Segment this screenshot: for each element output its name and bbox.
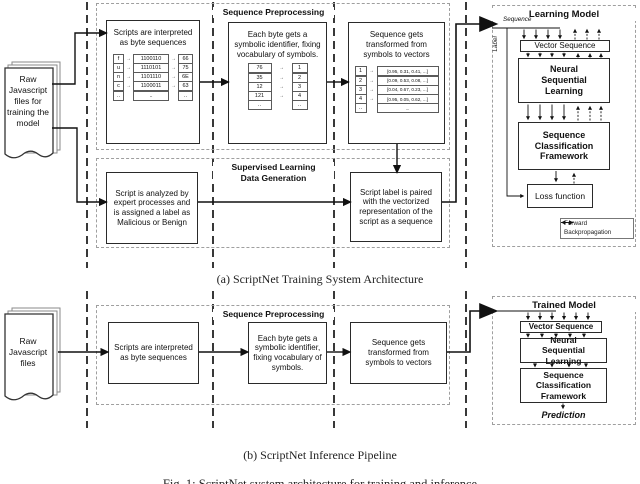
label-input-label: Label [492,36,500,52]
inference-vector-sequence-box: Vector Sequence [520,321,602,333]
prediction-label: Prediction [541,410,586,420]
legend-forward-label: Forward [564,220,588,227]
inference-scf-text: Sequence Classification Framework [535,369,592,401]
symbol-table: 76 → 1 35 → 2 12 → 3 121 → 4 .. [247,63,308,111]
byte-table: f → 1100110 → 66 u → 1110101 → 75 n → 11… [113,53,193,101]
arrow-icon: → [369,68,374,75]
label-pairing-text: Script label is paired with the vectoriz… [359,187,433,226]
inference-vector-box: Sequence gets transformed from symbols t… [350,322,447,384]
arrow-icon: → [279,74,284,81]
trained-model-group [492,296,636,425]
legend-backprop-label: Backpropagation [564,229,612,236]
table-row: .. .. [247,100,308,111]
backprop-arrow-icon [561,220,574,225]
arrow-icon: → [126,83,131,90]
vector-sequence-box: Vector Sequence [520,40,610,52]
legend-backprop-row: Backpropagation [561,220,633,237]
trained-model-title: Trained Model [492,300,636,312]
expert-labeling-text: Script is analyzed by expert processes a… [113,188,191,227]
arrow-icon [272,100,292,110]
sequence-preprocessing-title: Sequence Preprocessing [213,7,334,18]
supervised-learning-title: Supervised Learning Data Generation [213,162,334,184]
inference-byte-box: Scripts are interpreted as byte sequence… [108,322,199,384]
arrow-icon: → [369,96,374,103]
arrow-icon: → [171,74,176,81]
supervised-learning-group [96,158,450,248]
inference-nsl-box: Neural Sequential Learning [520,334,607,366]
inference-vs-text: Vector Sequence [528,322,594,332]
learning-model-group [492,5,636,247]
inference-symbol-text: Each byte gets a symbolic identifier, fi… [253,333,322,372]
inference-byte-text: Scripts are interpreted as byte sequence… [114,343,193,362]
arrow-icon: → [279,93,284,100]
arrow-icon: → [279,65,284,72]
caption-a: (a) ScriptNet Training System Architectu… [216,272,424,286]
arrow-icon: → [171,64,176,71]
document-stack-icon [4,307,61,401]
table-row: 3 → [0.04, 0.67, 0.23, ...] [354,84,439,95]
arrow-icon: → [171,83,176,90]
arrow-icon: → [126,74,131,81]
arrow-icon: → [171,55,176,62]
cell: .. [291,100,308,111]
expert-labeling-box: Script is analyzed by expert processes a… [106,172,198,244]
learning-model-title: Learning Model [492,9,636,21]
arrow-icon: → [369,77,374,84]
table-row: .. ... [354,103,439,114]
fig-caption: Fig. 1: ScriptNet system architecture fo… [162,477,478,484]
arrow-icon: → [279,83,284,90]
cell: .. [247,100,272,111]
vectorization-box: Sequence gets transformed from symbols t… [348,22,445,144]
table-row: c → 1100011 → 63 [113,81,193,92]
vector-sequence-text: Vector Sequence [534,41,596,51]
sequence-classification-box: Sequence Classification Framework [518,122,610,170]
vector-table: 1 → [0.95, 0.31, 0.41, ...] 2 → [0.09, 0… [354,66,439,114]
byte-interpretation-text: Scripts are interpreted as byte sequence… [113,28,193,47]
loss-text: Loss function [534,190,586,201]
scf-text: Sequence Classification Framework [534,129,594,162]
arrow-icon [169,91,178,101]
inference-preprocessing-title: Sequence Preprocessing [213,309,334,320]
label-pairing-box: Script label is paired with the vectoriz… [350,172,442,242]
vectorization-text: Sequence gets transformed from symbols t… [363,30,430,59]
cell: .. [354,103,367,114]
inference-source-label: Raw Javascript files [8,336,48,369]
inference-scf-box: Sequence Classification Framework [520,368,607,403]
cell: .. [178,90,193,101]
neural-sequential-learning-box: Neural Sequential Learning [518,58,610,103]
arrow-icon [124,91,133,101]
cell: .. [133,90,169,101]
arrow-icon: → [126,64,131,71]
arrow-icon [367,103,377,113]
training-source-label: Raw Javascript files for training the mo… [6,74,50,129]
byte-interpretation-box: Scripts are interpreted as byte sequence… [106,20,200,144]
legend: Forward Backpropagation [560,218,634,239]
inference-vector-text: Sequence gets transformed from symbols t… [365,338,432,367]
inference-preprocessing-group [96,305,450,405]
arrow-icon: → [126,55,131,62]
inference-symbol-box: Each byte gets a symbolic identifier, fi… [248,322,327,384]
symbol-identifier-text: Each byte gets a symbolic identifier, fi… [234,30,321,59]
inference-nsl-text: Neural Sequential Learning [542,334,585,366]
document-stack-icon [4,61,61,159]
cell: ... [376,103,439,114]
cell: .. [113,90,124,101]
arrow-icon: → [369,86,374,93]
table-row: .. .. .. [113,90,193,101]
symbol-identifier-box: Each byte gets a symbolic identifier, fi… [228,22,327,144]
sequence-input-label: Sequence [503,16,532,23]
caption-b: (b) ScriptNet Inference Pipeline [243,448,397,462]
nsl-text: Neural Sequential Learning [541,64,587,96]
loss-function-box: Loss function [527,184,593,208]
